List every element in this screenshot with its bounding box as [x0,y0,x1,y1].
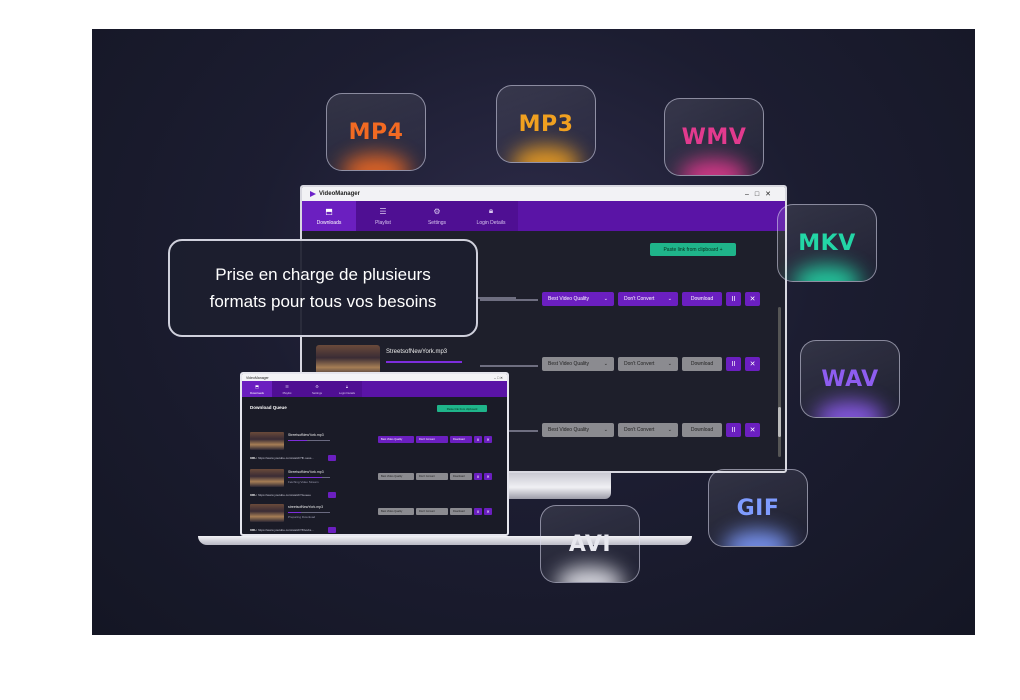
badge-mp4: MP4 [326,93,426,171]
list-item: StreetsofNewYork.mp3 Fetching Video Stre… [250,469,500,505]
nav-login-details[interactable]: 🔒︎Login Details [476,206,506,226]
quality-select[interactable]: Best Video Quality⌄ [542,357,614,371]
window-controls[interactable]: –□✕ [745,191,777,198]
downloads-icon: ⬒ [325,206,333,216]
callout-line-1: Prise en charge de plusieurs [215,265,431,284]
app-brand: VideoManager [310,191,360,197]
badge-wav: WAV [800,340,900,418]
download-row-1-controls: Best Video Quality⌄ Don't Convert⌄ Downl… [542,292,760,306]
playlist-icon: ☰ [379,206,387,216]
quality-select[interactable]: Best Video Quality [378,473,414,480]
badge-wmv: WMV [664,98,764,176]
lock-icon: 🔒︎ [345,383,349,389]
badge-mkv: MKV [777,204,877,282]
nav-downloads[interactable]: ⬒Downloads [302,201,356,231]
downloads-icon: ⬒ [255,383,259,389]
gear-icon: ⚙ [315,383,319,389]
badge-mp3: MP3 [496,85,596,163]
list-item: StreetsofNewYork.mp3 URL: https://www.yo… [250,432,500,468]
quality-select[interactable]: Best Video Quality [378,508,414,515]
app-brand: VideoManager [246,375,269,380]
download-button[interactable]: Download [682,357,722,371]
cancel-button[interactable]: ✕ [484,436,492,443]
cancel-button[interactable]: ✕ [745,357,760,371]
file-name: StreetsofNewYork.mp3 [386,349,448,355]
progress-bar [288,512,330,513]
download-row-3-controls: Best Video Quality⌄ Don't Convert⌄ Downl… [542,423,760,437]
cancel-button[interactable]: ✕ [745,292,760,306]
chevron-down-icon: ⌄ [667,427,672,433]
cancel-button[interactable]: ✕ [484,473,492,480]
playlist-icon: ☰ [285,383,289,389]
convert-select[interactable]: Don't Convert [416,508,448,515]
nav-bar: ⬒Downloads ☰Playlist ⚙Settings 🔒︎Login D… [302,201,785,231]
promo-stage: VideoManager –□✕ ⬒Downloads ☰Playlist ⚙S… [92,29,975,635]
chevron-down-icon: ⌄ [667,296,672,302]
convert-select[interactable]: Don't Convert⌄ [618,423,678,437]
queue-title: Download Queue [250,405,287,410]
convert-select[interactable]: Don't Convert⌄ [618,292,678,306]
chevron-down-icon: ⌄ [603,361,608,367]
chevron-down-icon: ⌄ [667,361,672,367]
quality-select[interactable]: Best Video Quality⌄ [542,292,614,306]
copy-icon[interactable] [328,492,336,498]
video-thumbnail [250,469,284,487]
nav-downloads[interactable]: ⬒Downloads [242,381,272,397]
convert-select[interactable]: Don't Convert⌄ [618,357,678,371]
laptop-app-window: VideoManager – □ ✕ ⬒Downloads ☰Playlist … [240,372,509,536]
download-button[interactable]: Download [450,436,472,443]
callout-line-2: formats pour tous vos besoins [209,292,437,311]
nav-settings[interactable]: ⚙Settings [311,383,323,395]
pause-button[interactable]: II [726,423,741,437]
logo-icon [310,191,316,197]
nav-playlist[interactable]: ☰Playlist [375,206,391,226]
video-thumbnail [316,345,380,377]
pause-button[interactable]: II [474,508,482,515]
feature-callout: Prise en charge de plusieurs formats pou… [168,239,478,337]
pause-button[interactable]: II [726,357,741,371]
nav-settings[interactable]: ⚙Settings [427,206,447,226]
list-item: streetsofNewYork.mp3 Preparing Download … [250,504,500,534]
title-bar: VideoManager –□✕ [302,187,785,201]
badge-avi: AVI [540,505,640,583]
nav-playlist[interactable]: ☰Playlist [282,383,292,395]
pause-button[interactable]: II [726,292,741,306]
download-row-2-controls: Best Video Quality⌄ Don't Convert⌄ Downl… [542,357,760,371]
cancel-button[interactable]: ✕ [484,508,492,515]
convert-select[interactable]: Don't Convert [416,473,448,480]
download-button[interactable]: Download [682,292,722,306]
paste-link-button[interactable]: Paste link from clipboard + [650,243,736,256]
laptop-base [198,536,692,545]
copy-icon[interactable] [328,455,336,461]
quality-select[interactable]: Best Video Quality [378,436,414,443]
chevron-down-icon: ⌄ [603,427,608,433]
download-button[interactable]: Download [450,508,472,515]
progress-bar [386,361,462,363]
gear-icon: ⚙ [433,206,441,216]
lock-icon: 🔒︎ [488,206,494,215]
nav-bar: ⬒Downloads ☰Playlist ⚙Settings 🔒︎Login D… [242,381,507,397]
progress-bar [288,440,330,441]
pause-button[interactable]: II [474,436,482,443]
chevron-down-icon: ⌄ [603,296,608,302]
convert-select[interactable]: Don't Convert [416,436,448,443]
download-button[interactable]: Download [450,473,472,480]
video-thumbnail [250,432,284,450]
copy-icon[interactable] [328,527,336,533]
cancel-button[interactable]: ✕ [745,423,760,437]
quality-select[interactable]: Best Video Quality⌄ [542,423,614,437]
progress-bar [288,477,330,478]
badge-gif: GIF [708,469,808,547]
nav-login-details[interactable]: 🔒︎Login Details [338,383,356,395]
window-controls[interactable]: – □ ✕ [494,375,503,380]
paste-link-button[interactable]: Paste link from clipboard [437,405,487,412]
video-thumbnail [250,504,284,522]
download-button[interactable]: Download [682,423,722,437]
pause-button[interactable]: II [474,473,482,480]
title-bar: VideoManager – □ ✕ [242,374,507,381]
scrollbar[interactable] [778,307,781,457]
